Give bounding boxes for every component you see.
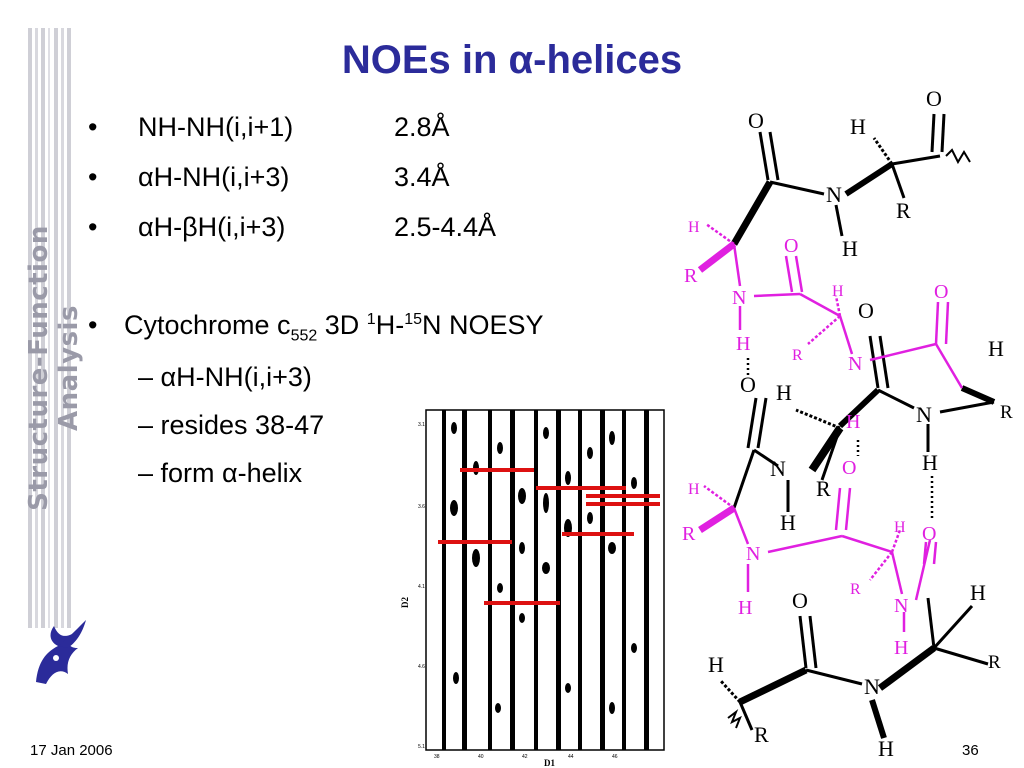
y-axis-label: D2 [400,597,410,608]
noesy-spectrum-image: D2 D1 3.1 3.6 4.1 4.6 5.1 38 40 42 44 46 [400,409,665,768]
bullet-value: 2.8Å [394,112,450,142]
bullet-label: αH-βH(i,i+3) [138,212,286,242]
x-tick: 38 [434,754,440,760]
y-tick: 3.6 [418,504,425,510]
atom-labels-black: O O H N R H O H N R H H O N R H O H H N … [708,86,1013,761]
svg-text:R: R [988,652,1001,673]
svg-text:H: H [846,411,860,433]
svg-text:R: R [682,523,696,545]
svg-text:O: O [784,235,798,257]
svg-text:O: O [740,372,756,397]
y-tick: 3.1 [418,422,425,428]
svg-text:N: N [826,182,842,207]
svg-text:R: R [1000,402,1013,423]
svg-text:O: O [842,457,856,479]
svg-text:O: O [922,523,936,545]
svg-text:O: O [858,298,874,323]
cytochrome-text: Cytochrome c552 3D 1H-15N NOESY [124,310,544,345]
bullet-value: 3.4Å [394,162,450,192]
bullet-label: NH-NH(i,i+1) [138,112,294,142]
svg-text:O: O [748,108,764,133]
decorative-stripes [28,28,71,628]
bullet-label: αH-NH(i,i+3) [138,162,290,192]
slide-title: NOEs in α-helices [341,38,683,82]
svg-text:N: N [770,456,786,481]
svg-text:N: N [864,674,880,699]
svg-text:R: R [896,198,911,223]
sub-bullet: – resides 38-47 [138,410,325,440]
svg-text:N: N [732,287,746,309]
svg-text:O: O [926,86,942,111]
svg-text:R: R [850,581,861,598]
footer-date: 17 Jan 2006 [30,742,113,759]
page-number: 36 [962,742,979,759]
svg-text:H: H [708,652,724,677]
svg-text:H: H [894,637,908,659]
y-tick: 4.6 [418,664,425,670]
svg-text:H: H [776,380,792,405]
svg-text:N: N [746,543,760,565]
svg-text:H: H [832,283,844,300]
alpha-helix-structure-diagram: O O H N R H O H N R H H O N R H O H H N … [682,86,1013,761]
svg-text:R: R [754,722,769,747]
svg-text:O: O [934,281,948,303]
svg-text:H: H [970,580,986,605]
svg-text:H: H [842,236,858,261]
atom-labels-magenta: H R O N H O H R N H O H R H O N R N H H [682,219,948,659]
x-tick: 44 [568,754,574,760]
svg-text:R: R [792,347,803,364]
svg-text:H: H [988,336,1004,361]
svg-text:H: H [780,510,796,535]
noe-connection-lines [438,468,660,605]
x-axis-label: D1 [544,758,555,768]
side-title: Structure-Function Analysis [24,225,84,511]
svg-text:N: N [894,595,908,617]
svg-text:H: H [736,333,750,355]
svg-text:N: N [916,402,932,427]
x-tick: 40 [478,754,484,760]
x-tick: 46 [612,754,618,760]
strip-dividers [442,410,649,750]
svg-text:H: H [738,597,752,619]
svg-text:H: H [922,450,938,475]
svg-text:H: H [894,519,906,536]
y-tick: 5.1 [418,744,425,750]
svg-text:H: H [688,219,700,236]
svg-text:O: O [792,588,808,613]
svg-text:H: H [688,481,700,498]
sub-bullet: – αH-NH(i,i+3) [138,362,312,392]
bullet-value: 2.5-4.4Å [394,212,497,242]
svg-text:H: H [878,736,894,761]
x-tick: 42 [522,754,528,760]
svg-text:N: N [848,353,862,375]
y-tick: 4.1 [418,584,425,590]
svg-text:R: R [816,476,831,501]
griffin-logo-icon [36,620,86,684]
svg-text:R: R [684,265,698,287]
svg-text:H: H [850,114,866,139]
sub-bullet: – form α-helix [138,458,303,488]
